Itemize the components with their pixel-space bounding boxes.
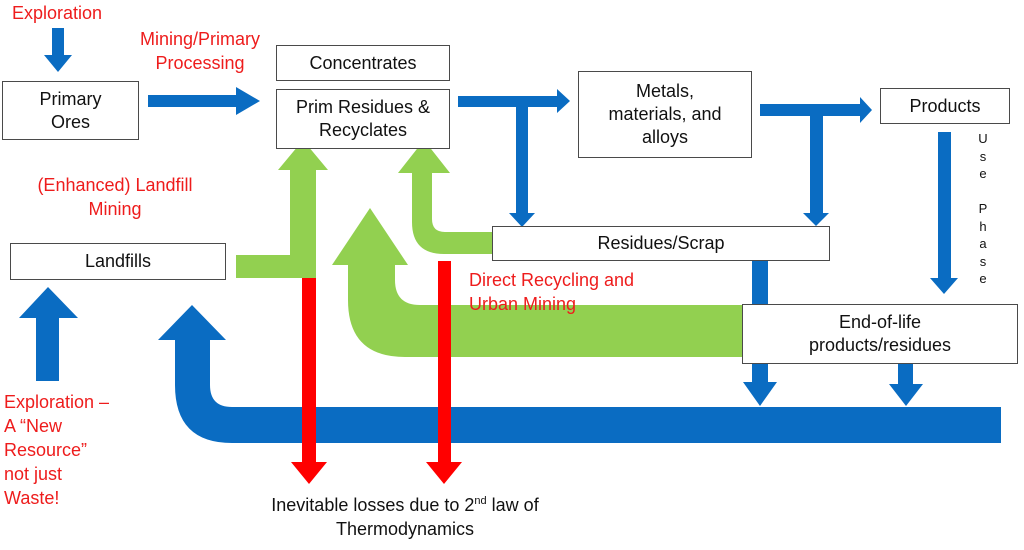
residues-scrap-label: Residues/Scrap [597, 233, 725, 253]
losses-line1-prefix: Inevitable losses due to 2 [271, 495, 475, 515]
losses-line2: Thermodynamics [335, 519, 475, 539]
concentrates-label: Concentrates [309, 52, 417, 73]
products-label: Products [909, 95, 981, 116]
exploration-new-resource-label: Exploration – A “New Resource” not just … [4, 392, 110, 508]
residues-recycling-green-arrow [398, 140, 495, 254]
metals-box: Metals, materials, and alloys [578, 71, 752, 158]
use-phase-letter: s [979, 148, 987, 164]
use-phase-letter: U [978, 131, 988, 146]
loss-red-arrow-left [291, 278, 327, 484]
use-phase-letter: e [979, 166, 987, 181]
end-of-life-label: End-of-life products/residues [808, 312, 952, 355]
prim-residues-box: Prim Residues & Recyclates [276, 89, 450, 149]
refining-t-arrow [458, 89, 570, 227]
exploration-label: Exploration [12, 3, 103, 23]
use-phase-label: U s e P h a s e [975, 130, 991, 288]
use-phase-down-arrow [930, 132, 958, 294]
concentrates-box: Concentrates [276, 45, 450, 81]
primary-ores-box: Primary Ores [2, 81, 139, 140]
landfill-return-blue-arrow [158, 305, 1001, 443]
end-of-life-box: End-of-life products/residues [742, 304, 1018, 364]
landfill-mining-green-arrow [236, 140, 328, 278]
direct-recycling-label: Direct Recycling and Urban Mining [469, 270, 635, 314]
loss-red-arrow-right [426, 261, 462, 484]
exploration-down-arrow [44, 28, 72, 72]
losses-line1-suffix: law of [486, 495, 539, 515]
use-phase-letter: a [979, 236, 987, 251]
use-phase-letter: h [979, 218, 987, 234]
manufacturing-t-arrow [760, 97, 872, 226]
losses-line1-sup: nd [474, 495, 487, 507]
end-of-life-down-arrow [889, 364, 923, 406]
mining-right-arrow [148, 87, 260, 115]
end-of-life-recycling-green-arrow [332, 208, 745, 357]
use-phase-letter: P [978, 201, 988, 216]
prim-residues-label: Prim Residues & Recyclates [295, 97, 431, 140]
landfills-box: Landfills [10, 243, 226, 280]
use-phase-letter: e [979, 271, 987, 286]
products-box: Products [880, 88, 1010, 124]
landfills-label: Landfills [84, 251, 152, 271]
residues-scrap-box: Residues/Scrap [492, 226, 830, 261]
landfill-exploration-up-arrow [19, 287, 78, 381]
use-phase-letter [975, 183, 991, 201]
mining-primary-label: Mining/Primary Processing [139, 29, 261, 73]
use-phase-letter: s [979, 253, 987, 269]
metals-label: Metals, materials, and alloys [608, 81, 722, 147]
primary-ores-label: Primary Ores [39, 88, 102, 132]
losses-label: Inevitable losses due to 2nd law of Ther… [230, 493, 580, 541]
landfill-mining-label: (Enhanced) Landfill Mining [37, 175, 193, 219]
